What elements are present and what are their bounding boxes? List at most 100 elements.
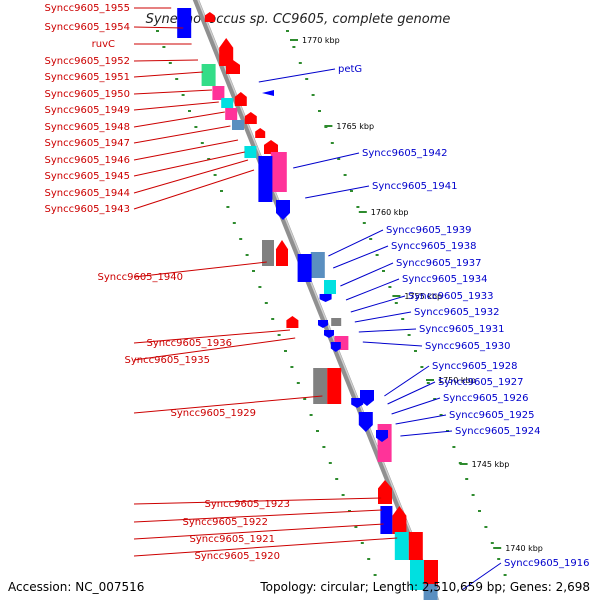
gene-feature: [313, 368, 328, 404]
track-dot: [162, 46, 166, 48]
gene-feature: [264, 140, 278, 154]
gene-feature: [234, 92, 247, 106]
scale-tick-mark: [324, 125, 333, 127]
gene-label-right: petG: [338, 64, 362, 75]
track-dot: [322, 446, 326, 448]
track-dot: [350, 190, 353, 192]
gene-label-right: Syncc9605_1927: [438, 377, 524, 388]
track-dot: [200, 142, 204, 144]
track-dot: [232, 222, 236, 224]
leader-line: [133, 89, 213, 95]
leader-line: [400, 430, 453, 437]
leader-line: [328, 229, 384, 257]
leader-line: [133, 395, 323, 414]
gene-label-left: Syncc9605_1945: [45, 171, 131, 182]
leader-line: [350, 295, 406, 313]
gene-label-right: Syncc9605_1939: [386, 225, 472, 236]
track-dot: [369, 238, 373, 240]
leader-line: [133, 26, 184, 29]
gene-label-right: Syncc9605_1942: [362, 148, 448, 159]
leader-line: [133, 337, 296, 361]
gene-label-left: Syncc9605_1955: [45, 3, 131, 14]
track-dot: [213, 174, 217, 176]
track-dot: [258, 286, 262, 288]
gene-feature: [212, 86, 225, 100]
gene-label-left: Syncc9605_1952: [45, 56, 131, 67]
leader-line: [358, 328, 417, 333]
track-dot: [194, 126, 198, 128]
gene-feature: [255, 128, 266, 138]
leader-line: [133, 151, 245, 177]
track-dot: [298, 62, 302, 64]
gene-feature: [392, 506, 407, 534]
track-dot: [277, 334, 281, 336]
track-dot: [426, 382, 430, 384]
track-dot: [394, 302, 398, 304]
gene-feature: [358, 412, 373, 432]
accession-text: Accession: NC_007516: [8, 580, 145, 594]
gene-label-right: Syncc9605_1941: [372, 181, 458, 192]
track-dot: [156, 30, 159, 32]
gene-feature: [410, 560, 424, 590]
track-dot: [309, 414, 313, 416]
gene-feature: [331, 318, 342, 326]
leader-line: [133, 59, 199, 62]
track-dot: [286, 30, 289, 32]
scale-tick-mark: [358, 211, 367, 213]
gene-feature: [330, 342, 341, 352]
track-dot: [414, 350, 417, 352]
track-dot: [207, 158, 211, 160]
track-dot: [382, 270, 385, 272]
track-dot: [452, 446, 456, 448]
gene-label-left: Syncc9605_1929: [171, 408, 257, 419]
leader-line: [384, 365, 430, 397]
gene-label-left: Syncc9605_1949: [45, 105, 131, 116]
gene-feature: [262, 240, 274, 266]
gene-label-right: Syncc9605_1931: [419, 324, 505, 335]
leader-line: [258, 68, 336, 83]
track-dot: [401, 318, 405, 320]
track-dot: [360, 542, 364, 544]
leader-line: [391, 397, 441, 415]
gene-label-left: Syncc9605_1954: [45, 22, 131, 33]
leader-line: [333, 245, 389, 269]
track-dot: [388, 286, 392, 288]
track-dot: [471, 494, 475, 496]
track-dot: [239, 238, 243, 240]
gene-label-left: Syncc9605_1940: [98, 272, 184, 283]
gene-feature: [276, 240, 288, 266]
scale-tick-label: 1770 kbp: [302, 36, 340, 45]
gene-label-right: Syncc9605_1938: [391, 241, 477, 252]
track-dot: [362, 222, 366, 224]
topology-text: Topology: circular; Length: 2,510,659 bp…: [260, 580, 590, 594]
gene-feature: [324, 330, 334, 338]
leader-line: [133, 169, 255, 210]
leader-line: [133, 139, 239, 161]
gene-feature: [226, 60, 240, 74]
gene-feature: [378, 480, 392, 504]
track-dot: [311, 94, 315, 96]
gene-label-left: Syncc9605_1948: [45, 122, 131, 133]
gene-label-left: Syncc9605_1944: [45, 188, 131, 199]
track-dot: [484, 526, 488, 528]
track-dot: [373, 574, 377, 576]
track-dot: [316, 430, 319, 432]
track-dot: [465, 478, 469, 480]
track-dot: [356, 206, 360, 208]
gene-feature: [310, 252, 325, 278]
leader-line: [133, 101, 219, 111]
label-leader-lines: [133, 7, 502, 591]
gene-feature: [297, 254, 312, 282]
scale-tick-label: 1765 kbp: [336, 122, 374, 131]
scale-tick-label: 1760 kbp: [371, 208, 409, 217]
leader-line: [345, 278, 400, 301]
gene-feature: [286, 316, 299, 328]
track-dot: [188, 110, 191, 112]
gene-feature: [377, 424, 392, 462]
gene-label-left: Syncc9605_1946: [45, 155, 131, 166]
gene-label-left: Syncc9605_1951: [45, 72, 131, 83]
track-dot: [330, 142, 334, 144]
gene-label-left: Syncc9605_1923: [205, 499, 291, 510]
track-dot: [290, 366, 294, 368]
